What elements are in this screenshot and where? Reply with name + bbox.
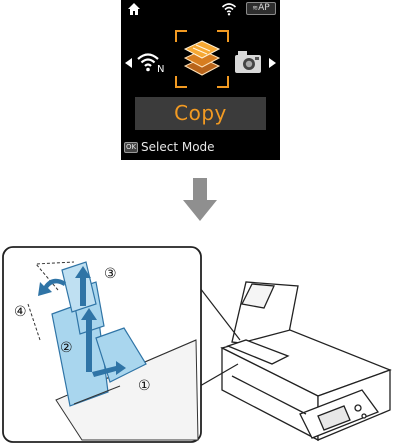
- printer-line-art: [220, 281, 392, 442]
- selected-mode-bar: Copy: [135, 97, 266, 130]
- arrow-left-icon[interactable]: [125, 58, 133, 68]
- printer-lcd-screen: ≋AP N: [121, 0, 280, 160]
- lcd-footer: OK Select Mode: [121, 137, 280, 157]
- step-1-label: ①: [138, 378, 151, 394]
- arrow-down-icon: [183, 178, 217, 221]
- step-1-arrow-icon: [92, 361, 126, 377]
- mode-carousel: N: [121, 26, 280, 90]
- zoom-connector-top: [199, 287, 241, 341]
- ap-status-badge: ≋AP: [246, 2, 276, 15]
- lcd-status-bar: ≋AP: [121, 0, 280, 18]
- step-4-label: ④: [14, 304, 27, 320]
- arrow-right-icon[interactable]: [268, 58, 276, 68]
- zoom-connector-bottom: [199, 363, 239, 387]
- home-icon: [128, 3, 140, 15]
- step-4-arrow-icon: [38, 278, 66, 296]
- wifi-n-icon[interactable]: N: [135, 50, 169, 74]
- printer-paper-load-illustration: ① ② ③ ④: [2, 246, 392, 443]
- copy-mode-icon[interactable]: [173, 28, 231, 90]
- selected-mode-label: Copy: [174, 101, 227, 125]
- ap-wifi-icon: ≋: [252, 4, 259, 12]
- svg-text:N: N: [157, 64, 164, 74]
- step-3-label: ③: [104, 266, 117, 282]
- step-2-label: ②: [60, 340, 73, 356]
- magnified-detail: ① ② ③ ④: [2, 246, 202, 443]
- ok-key-icon: OK: [124, 142, 138, 153]
- ap-badge-label: AP: [258, 3, 270, 13]
- step-3-arrow-icon: [75, 266, 91, 306]
- camera-icon[interactable]: [233, 48, 265, 76]
- step-2-arrow-icon: [81, 308, 97, 372]
- wifi-icon: [221, 3, 237, 16]
- footer-instruction: Select Mode: [141, 140, 215, 154]
